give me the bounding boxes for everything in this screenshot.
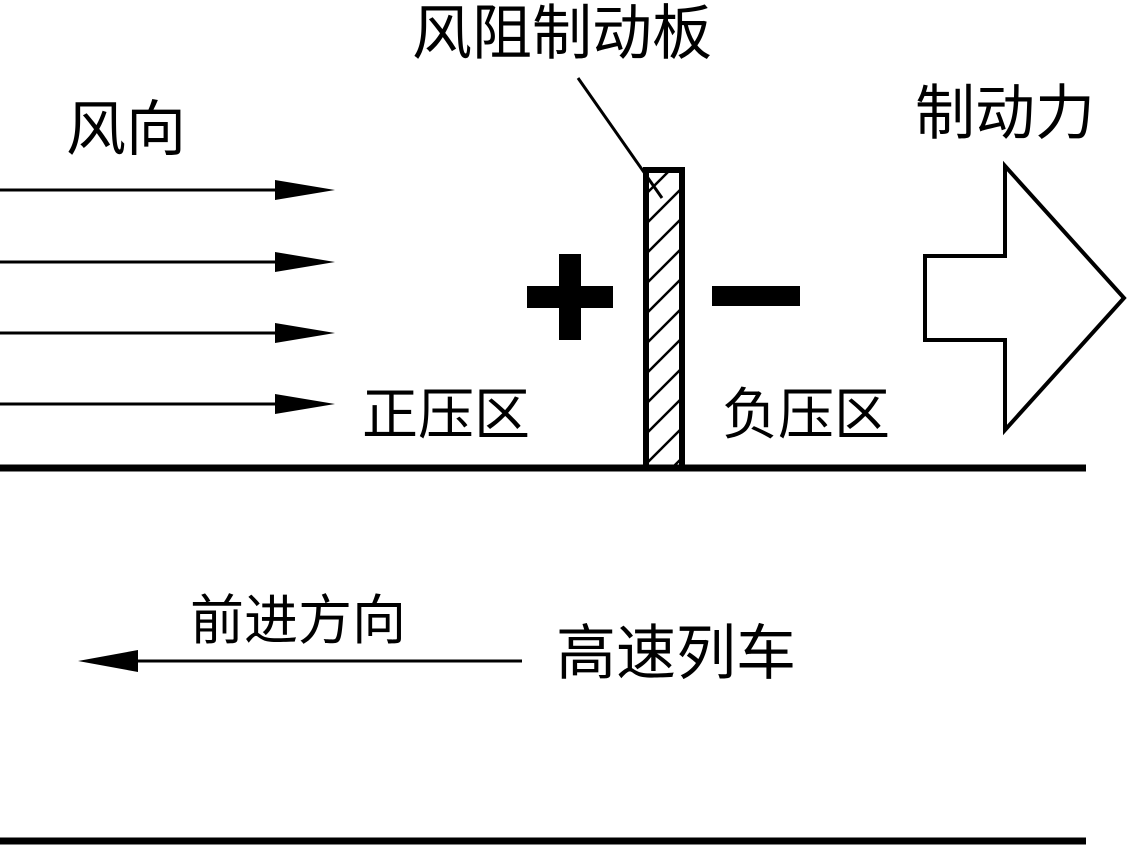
braking-force-label: 制动力 xyxy=(915,79,1095,149)
braking-force-arrow xyxy=(923,160,1127,436)
wind-arrows xyxy=(0,180,335,414)
forward-direction-arrow xyxy=(78,650,522,672)
train-label: 高速列车 xyxy=(556,619,796,689)
plus-sign xyxy=(527,254,613,340)
wind-arrow xyxy=(0,180,335,200)
wind-direction-label: 风向 xyxy=(66,95,186,165)
brake-plate xyxy=(643,167,685,471)
wind-arrow xyxy=(0,323,335,343)
wind-arrow xyxy=(0,394,335,414)
minus-sign xyxy=(712,286,800,306)
forward-direction-label: 前进方向 xyxy=(190,589,406,652)
negative-pressure-zone-label: 负压区 xyxy=(722,383,890,448)
positive-pressure-zone-label: 正压区 xyxy=(362,383,530,448)
brake-plate-label: 风阻制动板 xyxy=(412,0,712,69)
wind-arrow xyxy=(0,252,335,272)
